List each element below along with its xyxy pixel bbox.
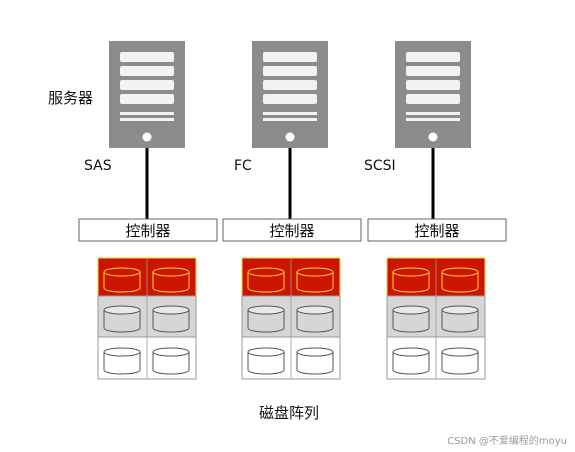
- disk-icon: [392, 347, 479, 375]
- controller-box: 控制器: [367, 218, 507, 242]
- interface-label-sas: SAS: [84, 158, 112, 174]
- interface-label-scsi: SCSI: [364, 158, 396, 174]
- disk-icon: [247, 267, 334, 293]
- disk-array: [241, 257, 341, 380]
- server-icon: [109, 41, 185, 148]
- controller-label: 控制器: [125, 222, 170, 240]
- disk-array: [386, 257, 486, 380]
- controller-label: 控制器: [269, 222, 314, 240]
- disk-icon: [392, 267, 479, 293]
- disk-icon: [103, 305, 190, 333]
- disk-icon: [103, 347, 190, 375]
- column-sas: SAS 控制器: [78, 41, 218, 380]
- interface-label-fc: FC: [234, 158, 252, 174]
- watermark: CSDN @不爱编程的moyu: [447, 434, 567, 447]
- disk-icon: [247, 305, 334, 333]
- disk-icon: [392, 305, 479, 333]
- server-icon: [252, 41, 328, 148]
- disk-icon: [247, 347, 334, 375]
- controller-label: 控制器: [414, 222, 459, 240]
- controller-box: 控制器: [78, 218, 218, 242]
- column-scsi: SCSI 控制器: [364, 41, 507, 380]
- controller-box: 控制器: [222, 218, 362, 242]
- disk-array-label: 磁盘阵列: [259, 404, 319, 422]
- column-fc: FC 控制器: [222, 41, 362, 380]
- disk-array: [97, 257, 197, 380]
- disk-icon: [103, 267, 190, 293]
- server-icon: [395, 41, 471, 148]
- server-label: 服务器: [48, 89, 93, 107]
